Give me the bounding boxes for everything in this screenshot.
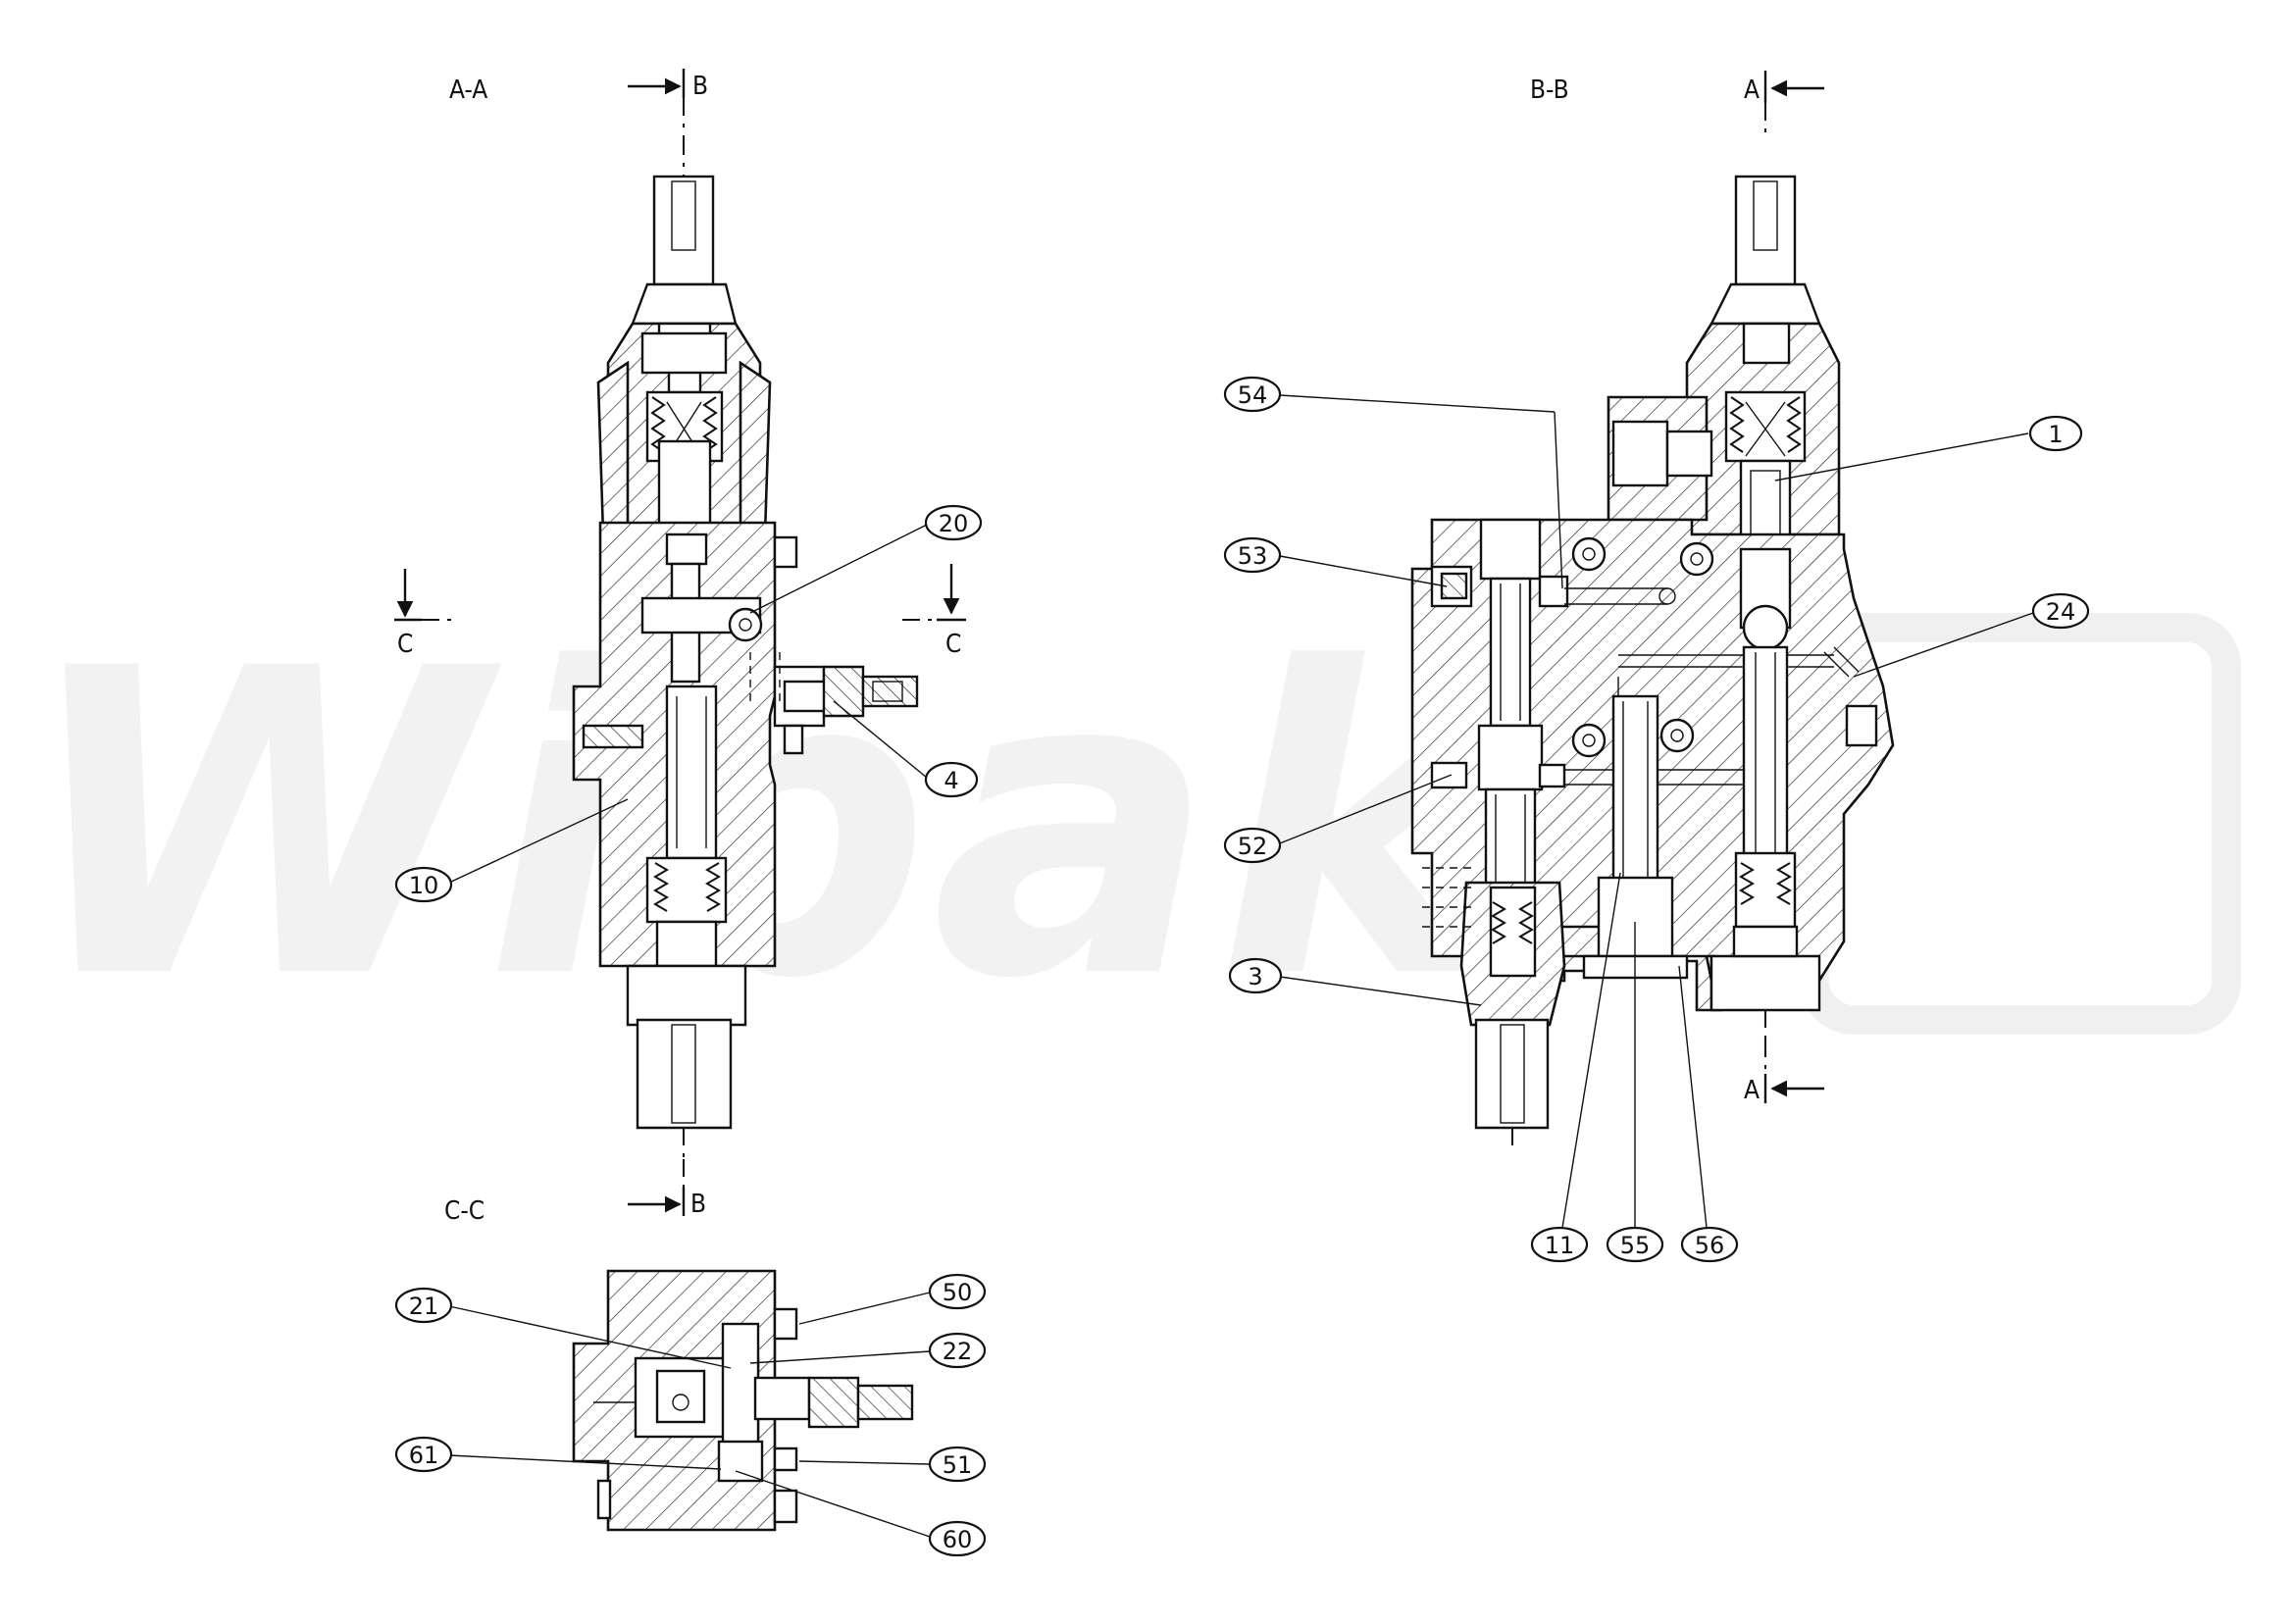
- section-cc-view: C-C B: [444, 1159, 914, 1532]
- balloon-22: 22: [928, 1332, 987, 1369]
- balloon-4-label: 4: [944, 767, 958, 794]
- balloon-11: 11: [1530, 1226, 1589, 1263]
- cut-label-c-left: C: [397, 630, 413, 659]
- cut-marker-a-top: A: [1744, 71, 1824, 137]
- balloon-1-label: 1: [2048, 421, 2063, 448]
- cut-label-b-top: B: [692, 72, 708, 101]
- balloon-56: 56: [1680, 1226, 1739, 1263]
- balloon-56-label: 56: [1695, 1232, 1725, 1259]
- callouts: 20 4 10 50 22 21 51 61 60 54 53 52: [394, 376, 2090, 1557]
- section-aa-label: A-A: [449, 76, 487, 105]
- section-bb-view: B-B A A: [1410, 71, 1895, 1152]
- cut-marker-b-bottom: B: [628, 1159, 706, 1219]
- balloon-50: 50: [928, 1273, 987, 1310]
- cut-label-c-right: C: [945, 630, 961, 659]
- balloon-53: 53: [1223, 536, 1282, 574]
- balloon-20: 20: [924, 504, 983, 541]
- balloon-60: 60: [928, 1520, 987, 1557]
- balloon-51: 51: [928, 1446, 987, 1483]
- balloon-3-label: 3: [1248, 963, 1262, 990]
- balloon-21: 21: [394, 1287, 453, 1324]
- balloon-61-label: 61: [409, 1442, 439, 1469]
- balloon-52: 52: [1223, 827, 1282, 864]
- balloon-24-label: 24: [2046, 598, 2076, 626]
- cut-label-a-bottom: A: [1744, 1076, 1760, 1105]
- cut-marker-c-left: C: [394, 569, 453, 659]
- balloon-22-label: 22: [943, 1338, 973, 1365]
- balloon-55: 55: [1606, 1226, 1664, 1263]
- cut-marker-b-top: B: [628, 69, 708, 137]
- watermark: Wibak: [20, 581, 2241, 1071]
- balloon-3: 3: [1228, 957, 1283, 994]
- balloon-51-label: 51: [943, 1451, 973, 1479]
- section-cc-label: C-C: [444, 1196, 485, 1226]
- balloon-50-label: 50: [943, 1279, 973, 1306]
- balloon-61: 61: [394, 1436, 453, 1473]
- section-aa-view: A-A B C C: [394, 69, 966, 1157]
- cut-marker-a-bottom: A: [1744, 1040, 1824, 1105]
- balloon-52-label: 52: [1238, 833, 1268, 860]
- balloon-60-label: 60: [943, 1526, 973, 1553]
- balloon-54: 54: [1223, 376, 1282, 413]
- balloon-10: 10: [394, 866, 453, 903]
- balloon-53-label: 53: [1238, 542, 1268, 570]
- cut-label-a-top: A: [1744, 76, 1760, 105]
- balloon-10-label: 10: [409, 872, 439, 899]
- balloon-55-label: 55: [1620, 1232, 1651, 1259]
- balloon-54-label: 54: [1238, 381, 1268, 409]
- balloon-1: 1: [2028, 415, 2083, 452]
- balloon-20-label: 20: [939, 510, 969, 537]
- aa-top-stud-housing: [652, 175, 715, 286]
- cut-label-b-bottom: B: [690, 1190, 706, 1219]
- section-bb-label: B-B: [1530, 76, 1569, 105]
- cut-marker-c-right: C: [902, 564, 966, 659]
- balloon-21-label: 21: [409, 1293, 439, 1320]
- balloon-4: 4: [924, 761, 979, 798]
- balloon-11-label: 11: [1545, 1232, 1575, 1259]
- balloon-24: 24: [2031, 592, 2090, 630]
